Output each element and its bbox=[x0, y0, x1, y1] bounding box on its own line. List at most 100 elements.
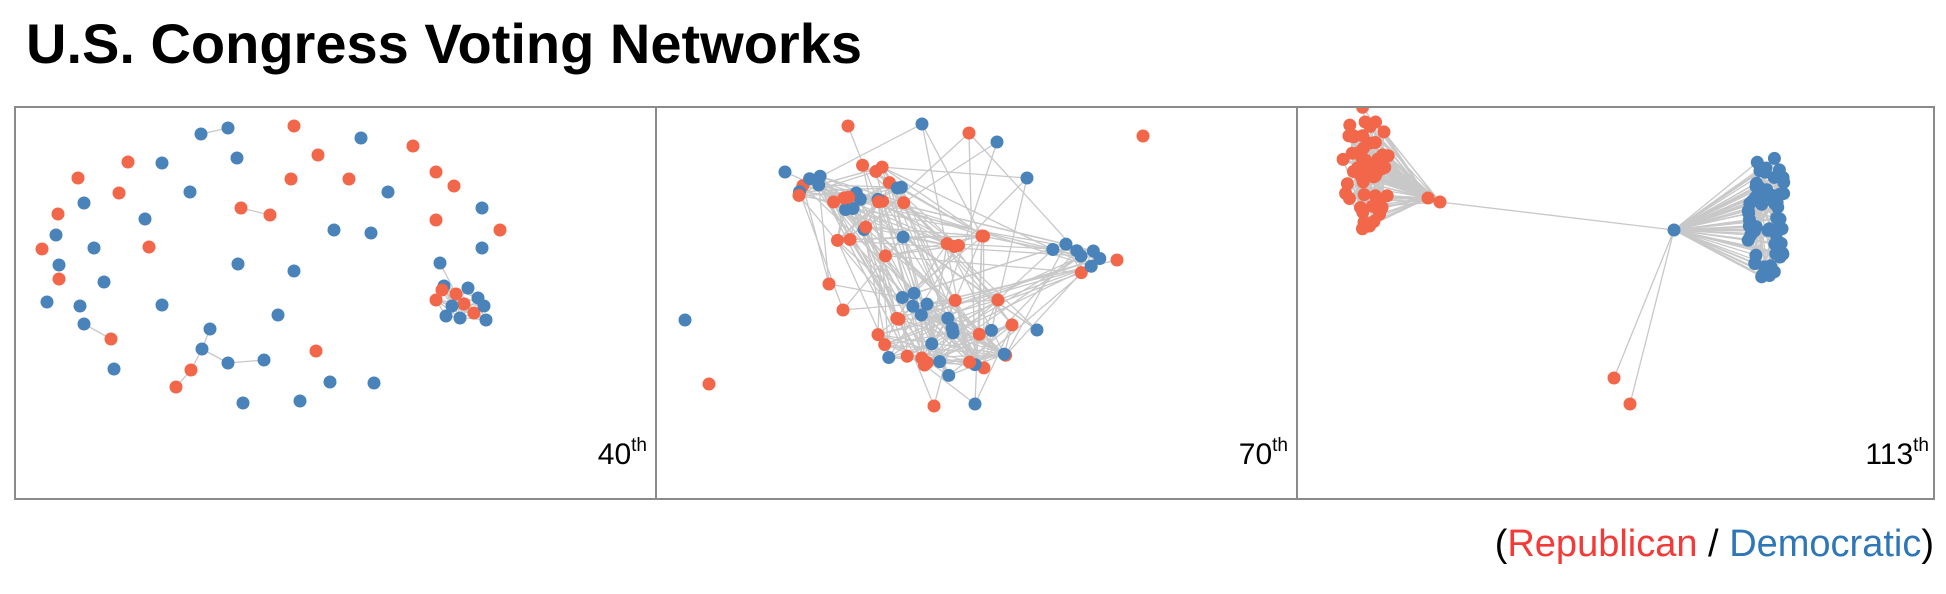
republican-node bbox=[309, 344, 323, 358]
republican-node bbox=[1376, 148, 1390, 162]
democratic-node bbox=[49, 228, 63, 242]
democratic-node bbox=[323, 375, 337, 389]
republican-node bbox=[1357, 188, 1371, 202]
republican-node bbox=[112, 186, 126, 200]
republican-node bbox=[1363, 119, 1377, 133]
vote-edge bbox=[842, 236, 904, 311]
vote-edge bbox=[1673, 229, 1757, 256]
republican-node bbox=[1136, 129, 1150, 143]
legend-republican: Republican bbox=[1507, 523, 1698, 565]
vote-edge bbox=[881, 166, 984, 237]
democratic-node bbox=[77, 317, 91, 331]
democratic-node bbox=[87, 241, 101, 255]
republican-node bbox=[71, 171, 85, 185]
vote-edge bbox=[969, 250, 1078, 363]
democratic-node bbox=[475, 201, 489, 215]
republican-node bbox=[311, 148, 325, 162]
republican-node bbox=[702, 377, 716, 391]
democratic-node bbox=[97, 275, 111, 289]
democratic-node bbox=[941, 311, 955, 325]
vote-edge bbox=[798, 195, 950, 376]
republican-node bbox=[1357, 215, 1371, 229]
vote-edge bbox=[968, 132, 1082, 257]
vote-edge bbox=[1673, 229, 1762, 278]
republican-node bbox=[991, 293, 1005, 307]
democratic-node bbox=[853, 192, 867, 206]
republican-node bbox=[836, 303, 850, 317]
democratic-node bbox=[364, 226, 378, 240]
republican-node bbox=[792, 188, 806, 202]
republican-node bbox=[52, 272, 66, 286]
democratic-node bbox=[475, 241, 489, 255]
vote-edge bbox=[1005, 272, 1082, 356]
democratic-node bbox=[945, 321, 959, 335]
vote-edge bbox=[954, 300, 976, 365]
republican-node bbox=[342, 172, 356, 186]
vote-edge bbox=[882, 166, 1028, 179]
republican-node bbox=[121, 155, 135, 169]
democratic-node bbox=[968, 397, 982, 411]
republican-node bbox=[977, 229, 991, 243]
democratic-node bbox=[221, 121, 235, 135]
republican-node bbox=[1339, 186, 1353, 200]
republican-node bbox=[1005, 318, 1019, 332]
democratic-node bbox=[230, 151, 244, 165]
vote-edge bbox=[933, 332, 954, 407]
democratic-node bbox=[839, 203, 853, 217]
vote-edge bbox=[809, 178, 941, 363]
republican-node bbox=[915, 351, 929, 365]
vote-edge bbox=[903, 202, 1038, 331]
network-113th bbox=[1336, 108, 1791, 411]
vote-edge bbox=[843, 197, 1082, 257]
congress-number: 40 bbox=[597, 438, 632, 471]
republican-node bbox=[1336, 152, 1350, 166]
democratic-node bbox=[1759, 161, 1773, 175]
vote-edge bbox=[877, 198, 1067, 245]
democratic-node bbox=[1773, 212, 1787, 226]
democratic-node bbox=[1768, 237, 1782, 251]
republican-node bbox=[947, 239, 961, 253]
democratic-node bbox=[138, 212, 152, 226]
republican-node bbox=[859, 220, 873, 234]
vote-edge bbox=[862, 164, 984, 237]
vote-edge bbox=[974, 324, 1013, 405]
democratic-node bbox=[925, 337, 939, 351]
democratic-node bbox=[1772, 163, 1786, 177]
democratic-node bbox=[293, 394, 307, 408]
vote-edge bbox=[881, 201, 928, 363]
legend-democratic: Democratic bbox=[1729, 523, 1922, 565]
republican-node bbox=[927, 399, 941, 413]
ordinal-suffix: th bbox=[1913, 435, 1929, 456]
republican-node bbox=[1356, 175, 1370, 189]
vote-edge bbox=[799, 186, 902, 193]
democratic-node bbox=[920, 297, 934, 311]
democratic-node bbox=[1755, 270, 1769, 284]
democratic-node bbox=[354, 131, 368, 145]
republican-node bbox=[35, 242, 49, 256]
democratic-node bbox=[155, 298, 169, 312]
vote-edge bbox=[865, 141, 998, 228]
republican-node bbox=[963, 355, 977, 369]
democratic-node bbox=[1741, 204, 1755, 218]
democratic-node bbox=[453, 311, 467, 325]
democratic-node bbox=[1020, 171, 1034, 185]
congress-number: 70 bbox=[1238, 438, 1273, 471]
democratic-node bbox=[381, 185, 395, 199]
republican-node bbox=[900, 349, 914, 363]
vote-edge bbox=[877, 201, 890, 358]
democratic-node bbox=[1754, 192, 1768, 206]
panel-label-40th: 40th bbox=[597, 435, 647, 472]
congress-number: 113 bbox=[1865, 438, 1914, 471]
vote-edge bbox=[902, 236, 985, 369]
republican-node bbox=[467, 306, 481, 320]
republican-node bbox=[962, 126, 976, 140]
democratic-node bbox=[1074, 249, 1088, 263]
vote-edge bbox=[981, 235, 1082, 257]
republican-node bbox=[1421, 191, 1435, 205]
republican-node bbox=[1340, 177, 1354, 191]
republican-node bbox=[263, 208, 277, 222]
vote-edge bbox=[896, 187, 976, 365]
republican-node bbox=[1368, 136, 1382, 150]
republican-node bbox=[869, 164, 883, 178]
democratic-node bbox=[77, 196, 91, 210]
